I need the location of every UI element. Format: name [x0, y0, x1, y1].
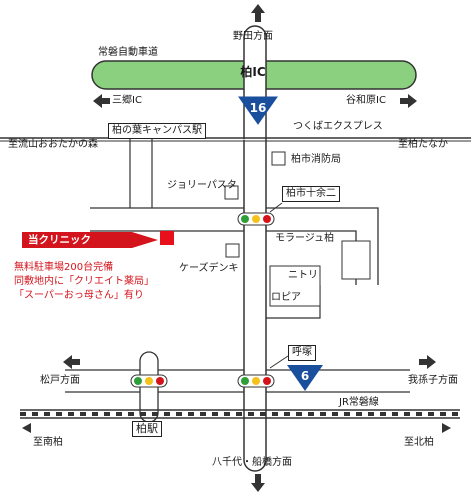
- nitori-lopia-building: [269, 265, 321, 307]
- cross-road: [90, 207, 379, 285]
- tsukuba-east-label: 至柏たなか: [398, 139, 448, 150]
- interchange-label: 柏IC: [240, 65, 266, 79]
- branch-road: [129, 138, 153, 208]
- intersection-label: 柏市十余二: [282, 186, 340, 202]
- signal-north-icon: [237, 212, 275, 226]
- lopia-label: ロピア: [271, 292, 301, 303]
- arrow-east-road-icon: [419, 355, 436, 369]
- main-road: [243, 25, 267, 472]
- kozuka-leader: [269, 355, 289, 369]
- route16-sign-icon: [238, 96, 278, 125]
- jolly-pasta-building: [224, 185, 239, 200]
- jolly-pasta-label: ジョリーパスタ: [167, 180, 237, 191]
- jr-station-label: 柏駅: [132, 421, 162, 437]
- arrow-north-icon: [251, 4, 265, 22]
- clinic-note-1: 無料駐車場200台完備: [14, 262, 114, 273]
- intersection-leader: [269, 202, 283, 213]
- moraju-label: モラージュ柏: [275, 233, 335, 244]
- arrow-jr-west-icon: [22, 423, 31, 433]
- route6-number: 6: [300, 369, 310, 383]
- jr-east-label: 至北柏: [404, 437, 434, 448]
- route16-number: 16: [249, 101, 267, 115]
- west-ic-label: 三郷IC: [112, 95, 142, 106]
- east-ic-label: 谷和原IC: [346, 95, 386, 106]
- north-direction-label: 野田方面: [233, 31, 273, 42]
- signal-west-icon: [130, 374, 168, 388]
- arrow-jr-east-icon: [442, 423, 451, 433]
- fire-station-label: 柏市消防局: [291, 154, 341, 165]
- route6-sign-icon: [287, 365, 323, 391]
- arrow-west-road-icon: [63, 355, 80, 369]
- signal-center-icon: [237, 374, 275, 388]
- arrow-south-icon: [251, 474, 265, 492]
- moraju-building: [341, 240, 371, 280]
- expressway-name-label: 常磐自動車道: [98, 47, 158, 58]
- kozuka-label: 呼塚: [288, 345, 316, 361]
- east-road-label: 我孫子方面: [408, 375, 458, 386]
- clinic-marker: [160, 231, 174, 245]
- nitori-label: ニトリ: [288, 270, 318, 281]
- clinic-name-label: 当クリニック: [22, 232, 132, 248]
- jr-west-label: 至南柏: [33, 437, 63, 448]
- west-road-label: 松戸方面: [40, 375, 80, 386]
- jr-line-label: JR常磐線: [339, 397, 379, 408]
- clinic-note-2: 同敷地内に「クリエイト薬局」: [14, 276, 154, 287]
- ksdenki-building: [225, 243, 240, 258]
- ksdenki-label: ケーズデンキ: [179, 263, 239, 274]
- clinic-note-3: 「スーパーおっ母さん」有り: [14, 290, 144, 301]
- tsukuba-line-label: つくばエクスプレス: [293, 121, 383, 132]
- arrow-west-ic-icon: [93, 94, 110, 108]
- south-direction-label: 八千代・船橋方面: [212, 457, 292, 468]
- clinic-pointer: [132, 232, 158, 248]
- tsukuba-station-label: 柏の葉キャンパス駅: [108, 123, 206, 139]
- arrow-east-ic-icon: [400, 94, 417, 108]
- fire-station-building: [271, 151, 286, 166]
- tsukuba-west-label: 至流山おおたかの森: [8, 139, 98, 150]
